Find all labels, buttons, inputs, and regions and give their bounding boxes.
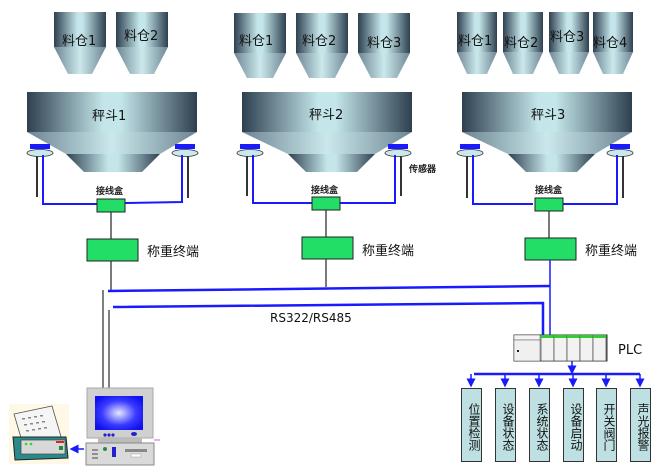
plc-label: PLC [618, 343, 643, 358]
output-valve-switch: 开关阀门 [596, 388, 617, 462]
silo-label: 料仓2 [302, 34, 337, 49]
silo [296, 13, 348, 78]
silo-label: 料仓1 [62, 34, 97, 49]
output-alarm: 声光报警 [630, 388, 651, 462]
silo [503, 12, 543, 74]
plc-module-slot [579, 334, 594, 362]
output-equipment-status: 设备状态 [495, 388, 516, 462]
weighing-terminal-3 [524, 237, 577, 261]
weighing-terminal-label: 称重终端 [585, 244, 638, 259]
weighing-terminal-2 [301, 236, 354, 260]
junction-box-2 [311, 196, 341, 211]
load-cell-icon [26, 144, 54, 157]
load-cells [26, 144, 634, 157]
sensor-label: 传感器 [409, 165, 437, 175]
weigh-hopper-3 [462, 92, 632, 172]
junction-box-3 [534, 197, 564, 212]
silo [593, 12, 633, 74]
plc-unit [513, 334, 608, 362]
output-position-detection: 位置检测 [461, 388, 482, 462]
output-equipment-start: 设备启动 [563, 388, 584, 462]
silo-label: 料仓3 [550, 30, 585, 45]
sensor-posts [36, 156, 624, 198]
weighing-terminal-1 [86, 238, 139, 262]
output-system-status: 系统状态 [529, 388, 550, 462]
computer-icon [85, 387, 160, 466]
silo [54, 12, 106, 74]
bus-line-2 [112, 301, 545, 335]
silo [549, 12, 589, 74]
weigh-hopper-1 [27, 92, 197, 172]
silo-label: 料仓1 [458, 34, 493, 49]
load-cell-icon [171, 144, 199, 157]
silo [358, 13, 410, 78]
silo [116, 12, 168, 74]
silo-label: 料仓4 [593, 36, 628, 51]
plc-module-slot [566, 334, 581, 362]
load-cell-icon [456, 144, 484, 157]
silo-label: 料仓1 [239, 34, 274, 49]
sensor-wiring [42, 155, 618, 205]
bus-protocol-label: RS322/RS485 [270, 311, 352, 325]
silo-group [54, 12, 633, 78]
scale-hopper-label: 秤斗3 [531, 108, 566, 123]
load-cell-icon [236, 144, 264, 157]
plc-module-slot [540, 334, 555, 362]
silo-label: 料仓3 [367, 36, 402, 51]
silo [234, 13, 286, 78]
load-cell-icon [606, 144, 634, 157]
junction-box-label: 接线盒 [535, 186, 563, 196]
silo [457, 12, 497, 74]
load-cell-icon [384, 144, 412, 157]
silo-label: 料仓2 [504, 36, 539, 51]
bus-line-1 [107, 284, 551, 293]
weighing-terminal-label: 称重终端 [362, 244, 415, 259]
scale-hopper-label: 秤斗1 [92, 109, 127, 124]
plc-module-slot [592, 334, 607, 362]
silo-label: 料仓2 [124, 29, 159, 44]
scale-hopper-label: 秤斗2 [309, 108, 344, 123]
junction-box-label: 接线盒 [96, 187, 124, 197]
printer-icon [9, 404, 69, 464]
junction-box-1 [96, 198, 126, 213]
plc-module-slot [553, 334, 568, 362]
weigh-hopper-2 [242, 92, 412, 172]
weighing-terminal-label: 称重终端 [147, 245, 200, 260]
junction-box-label: 接线盒 [311, 186, 339, 196]
